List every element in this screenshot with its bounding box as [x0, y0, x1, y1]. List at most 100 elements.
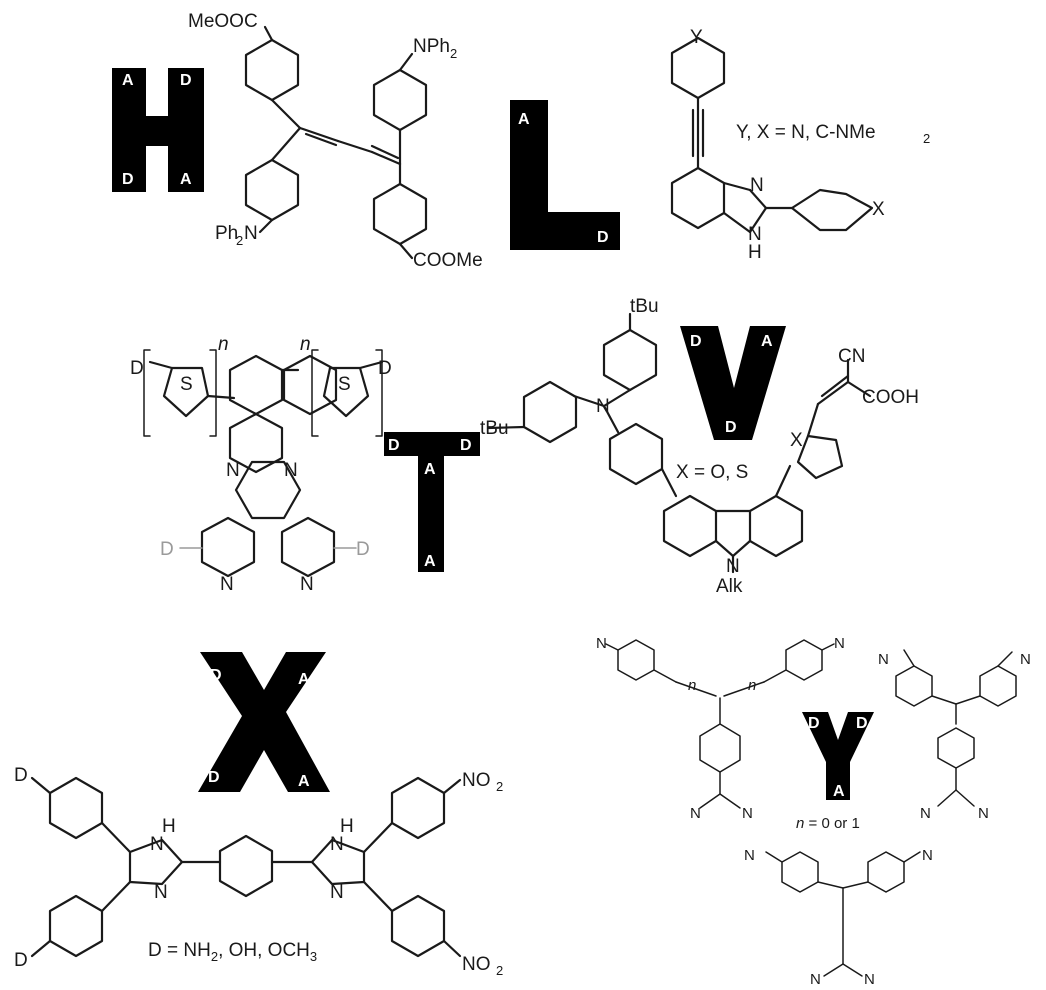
t-label-n-phen-left: N	[220, 574, 234, 595]
t-structure	[143, 349, 384, 578]
y-caption: n = 0 or 1	[796, 815, 860, 832]
h-glyph	[112, 68, 204, 192]
y-caption-text: = 0 or 1	[804, 815, 859, 832]
panel-l: A D Y N N H X Y, X = N, C-NMe 2	[510, 27, 930, 263]
x-label-d-top: D	[14, 765, 28, 786]
x-glyph	[198, 652, 330, 792]
v-label-alk: Alk	[716, 576, 743, 597]
x-label-h-right: H	[340, 816, 354, 837]
v-tag-right: A	[761, 333, 773, 350]
y-tag-right: D	[856, 715, 868, 732]
y-tag-left: D	[808, 715, 820, 732]
l-label-y: Y	[690, 27, 703, 48]
y-glyph	[802, 712, 874, 800]
panel-x: D A D A D D H N N H N N	[14, 652, 503, 978]
h-label-meooc: MeOOC	[188, 11, 258, 32]
panel-v: D A D tBu tBu N	[480, 296, 919, 597]
x-label-n-right-bottom: N	[330, 882, 344, 903]
x-caption-mid: , OH, OCH	[218, 940, 310, 961]
h-tag-bottom-left: D	[122, 171, 134, 188]
h-label-ph-n: N	[244, 223, 258, 244]
v-label-x: X	[790, 430, 803, 451]
panel-h: A D D A MeOOC NPh 2 Ph 2 N	[112, 11, 483, 271]
t-label-s-right: S	[338, 374, 351, 395]
t-label-d-gray-left: D	[160, 539, 174, 560]
x-tag-bottom-right: A	[298, 773, 310, 790]
y-label-n-6: N	[1020, 651, 1031, 668]
x-label-h-left: H	[162, 816, 176, 837]
x-caption-sub-1: 2	[211, 949, 218, 964]
h-label-ph: Ph	[215, 223, 238, 244]
t-label-n-phen-right: N	[300, 574, 314, 595]
y-label-n-2: N	[834, 635, 845, 652]
v-structure	[486, 312, 872, 574]
y-label-n-9: N	[744, 847, 755, 864]
l-tag-top: A	[518, 111, 530, 128]
y-label-n-7: N	[920, 805, 931, 822]
l-label-n-bottom: N	[748, 224, 762, 245]
y-label-n-italic-1: n	[688, 677, 696, 694]
h-label-nph-sub: 2	[450, 46, 457, 61]
y-label-n-3: N	[690, 805, 701, 822]
y-structure	[605, 639, 1017, 977]
v-caption: X = O, S	[676, 462, 748, 483]
t-tag-bottom: A	[424, 553, 436, 570]
t-label-n-left: n	[218, 334, 229, 355]
v-label-tbu-top: tBu	[630, 296, 659, 317]
x-label-no2-bottom: NO	[462, 954, 491, 975]
y-label-n-8: N	[978, 805, 989, 822]
y-caption-n: n	[796, 815, 804, 832]
x-tag-bottom-left: D	[208, 769, 220, 786]
y-label-n-5: N	[878, 651, 889, 668]
y-label-n-11: N	[810, 971, 821, 988]
x-label-d-bottom: D	[14, 950, 28, 971]
t-label-d-left: D	[130, 358, 144, 379]
y-label-n-italic-2: n	[748, 677, 756, 694]
x-structure	[30, 776, 462, 958]
l-label-n-top: N	[750, 175, 764, 196]
t-label-n-pyrazine-right: N	[284, 460, 298, 481]
y-label-n-12: N	[864, 971, 875, 988]
x-caption-sub-2: 3	[310, 949, 317, 964]
v-label-cn: CN	[838, 346, 865, 367]
l-tag-bottom: D	[597, 229, 609, 246]
v-glyph	[680, 326, 786, 440]
h-structure	[244, 25, 428, 260]
l-caption: Y, X = N, C-NMe	[736, 122, 876, 143]
t-label-n-pyrazine-left: N	[226, 460, 240, 481]
v-tag-bottom: D	[725, 419, 737, 436]
x-label-no2-top: NO	[462, 770, 491, 791]
y-label-n-4: N	[742, 805, 753, 822]
l-glyph	[510, 100, 620, 250]
t-tag-left: D	[388, 437, 400, 454]
v-label-n-amine: N	[596, 396, 610, 417]
l-caption-sub: 2	[923, 131, 930, 146]
h-label-ph-sub: 2	[236, 233, 243, 248]
t-label-s-left: S	[180, 374, 193, 395]
x-label-n-left-top: N	[150, 834, 164, 855]
y-tag-bottom: A	[833, 783, 845, 800]
t-label-d-gray-right: D	[356, 539, 370, 560]
h-tag-bottom-right: A	[180, 171, 192, 188]
x-tag-top-right: A	[298, 671, 310, 688]
x-label-no2-bottom-sub: 2	[496, 963, 503, 978]
v-label-n-carbazole: N	[726, 556, 740, 577]
y-label-n-10: N	[922, 847, 933, 864]
panel-y: D D A	[596, 635, 1031, 988]
h-label-nph: NPh	[413, 36, 450, 57]
v-label-tbu-left: tBu	[480, 418, 509, 439]
x-tag-top-left: D	[210, 667, 222, 684]
panel-t: D A D A D	[130, 334, 480, 595]
t-tag-right: D	[460, 437, 472, 454]
x-label-n-left-bottom: N	[154, 882, 168, 903]
l-structure	[670, 36, 874, 234]
v-tag-left: D	[690, 333, 702, 350]
y-label-n-1: N	[596, 635, 607, 652]
x-caption-main: D = NH	[148, 940, 211, 961]
t-tag-center: A	[424, 461, 436, 478]
x-label-n-right-top: N	[330, 834, 344, 855]
h-tag-top-left: A	[122, 72, 134, 89]
x-caption: D = NH2, OH, OCH3	[148, 940, 317, 964]
v-label-cooh: COOH	[862, 387, 919, 408]
